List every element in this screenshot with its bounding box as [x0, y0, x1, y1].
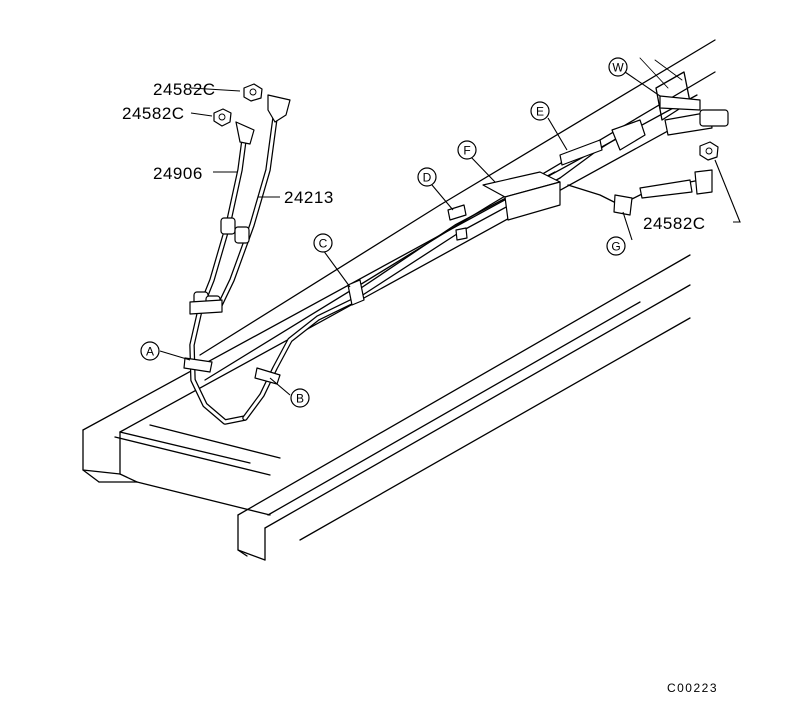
clamp-a-icon [183, 357, 213, 373]
hose-assembly [189, 94, 358, 425]
nut-upper-icon [243, 83, 263, 102]
figure-code: C00223 [667, 681, 718, 695]
callout-e: E [530, 101, 550, 121]
part-number-hose-right: 24213 [284, 188, 334, 207]
chassis-frame [82, 39, 716, 561]
callout-d: D [417, 167, 437, 187]
part-number-nut-right: 24582C [643, 214, 706, 233]
part-number-nut-upper: 24582C [153, 80, 216, 99]
callout-g: G [606, 236, 626, 256]
callout-e-label: E [536, 105, 544, 119]
callout-d-label: D [423, 171, 432, 185]
leader-lines [159, 71, 741, 396]
cable-assembly [347, 95, 729, 306]
callout-w-label: W [612, 61, 624, 75]
nut-right-icon [699, 141, 719, 161]
callout-a-label: A [146, 345, 154, 359]
callout-f: F [457, 140, 477, 160]
callout-c: C [313, 233, 333, 253]
callout-w: W [608, 57, 628, 77]
callout-g-label: G [611, 240, 620, 254]
nut-lower-icon [213, 108, 232, 127]
part-number-hose-left: 24906 [153, 164, 203, 183]
callout-a: A [140, 341, 160, 361]
part-number-nut-lower: 24582C [122, 104, 185, 123]
callout-b: B [290, 388, 310, 408]
callout-c-label: C [319, 237, 328, 251]
callout-b-label: B [296, 392, 304, 406]
callout-f-label: F [463, 144, 470, 158]
